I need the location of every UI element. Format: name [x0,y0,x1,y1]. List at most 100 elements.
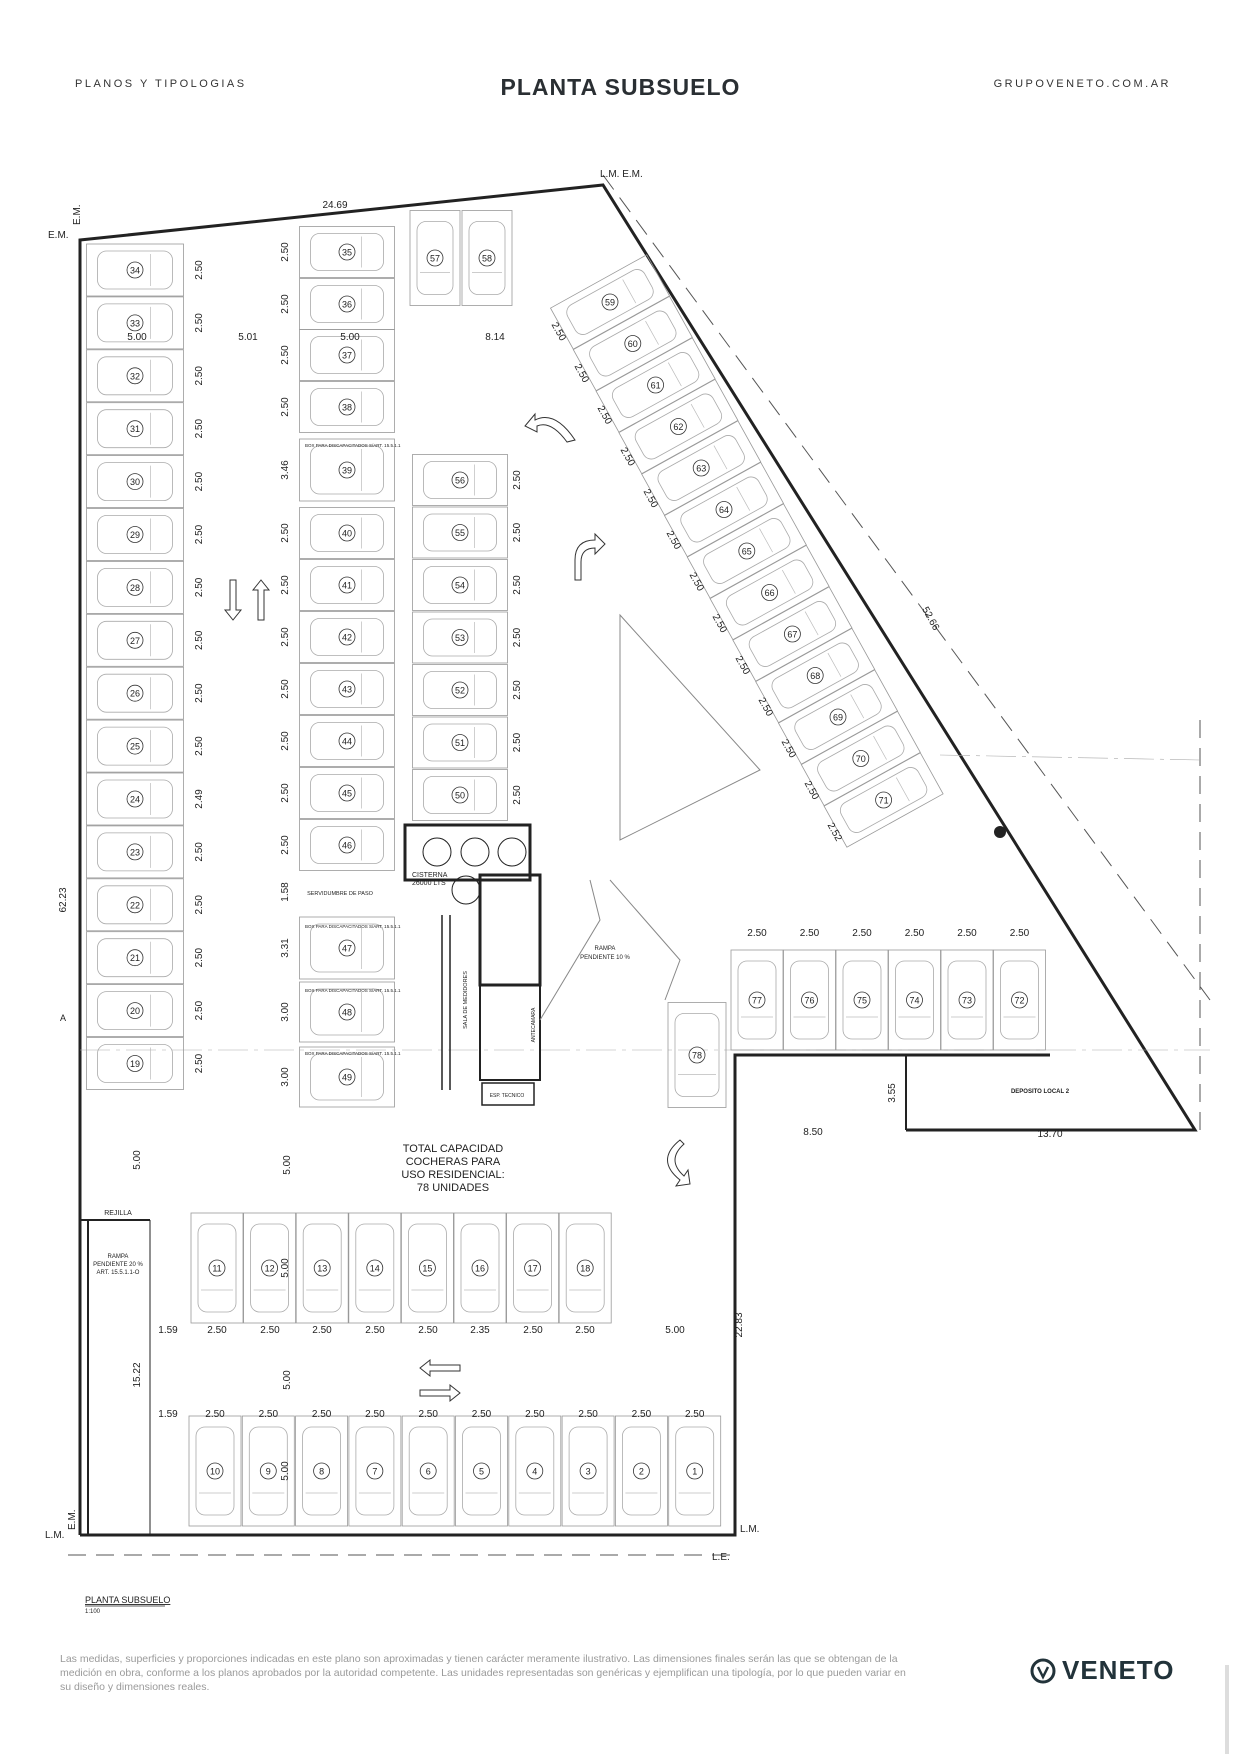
car-icon [97,620,173,660]
antechamber-label: ANTECAMARA [531,1007,537,1042]
stall-number: 48 [342,1008,352,1018]
parking-stall-44: 44 [299,715,395,767]
stall-number: 38 [342,403,352,413]
dimension-label: 22.83 [734,1312,745,1337]
parking-stall-35: 35 [299,226,395,278]
dimension-label: 2.50 [194,630,205,650]
stall-number: 14 [370,1264,380,1274]
car-icon [97,779,173,819]
dimension-label: 2.50 [205,1409,225,1420]
parking-stall-62: 62 [618,378,739,475]
car-icon [423,723,497,762]
ramp-10-label: RAMPA [595,946,616,952]
car-icon [310,285,384,323]
dimension-label: 2.50 [512,785,523,805]
dimension-label: 2.50 [1010,928,1030,939]
accessible-box-label-47: BOX PARA DISCAPACITADOS S/ART. 15.5.1.1 [305,924,401,929]
dimension-label: 52.66 [919,605,941,633]
car-icon [310,722,384,760]
dimension-label: 3.55 [887,1083,898,1103]
em-label-vertical: E.M. [72,204,83,225]
stall-number: 52 [455,686,465,696]
parking-stall-20: 20 [86,984,184,1037]
dimension-label: 2.50 [194,524,205,544]
stall-number: 37 [342,351,352,361]
parking-stall-31: 31 [86,402,184,456]
car-icon [674,1013,720,1097]
parking-stall-67: 67 [732,586,853,682]
parking-stall-11: 11 [190,1212,244,1324]
parking-stall-76: 76 [783,949,836,1051]
rotate-arrow-icon [667,1139,691,1187]
car-icon [423,671,497,709]
parking-stall-2: 2 [615,1415,668,1527]
car-icon [423,618,497,657]
car-icon [748,601,837,667]
parking-stall-30: 30 [86,455,184,509]
car-icon [675,1426,715,1516]
dimension-label: 15.22 [132,1362,143,1387]
brand-logo: VENETO [1030,1655,1174,1686]
dimension-label: 2.50 [523,1325,543,1336]
dimension-label: 2.50 [194,577,205,597]
dimension-label: 2.50 [578,1409,598,1420]
parking-stall-1: 1 [668,1415,722,1527]
dimension-label: 2.50 [575,1325,595,1336]
stall-number: 77 [752,996,762,1006]
car-icon [97,515,173,554]
ramp-20-article: ART. 15.5.1.1-O [97,1270,140,1276]
stall-number: 4 [532,1467,537,1477]
dimension-label: 2.50 [756,696,775,719]
stall-number: 59 [605,298,615,308]
lm-label: L.M. [45,1530,64,1541]
parking-stall-68: 68 [755,627,876,724]
website-link[interactable]: GRUPOVENETO.COM.AR [993,78,1171,90]
dimension-label: 2.50 [365,1325,385,1336]
dimension-label: 3.31 [280,938,291,958]
car-icon [468,221,506,295]
parking-stalls: 3433323130292827262524232221201935363738… [86,210,1046,1527]
dimension-label: 2.50 [905,928,925,939]
walls [68,174,1211,1556]
stall-number: 39 [342,466,352,476]
dimension-label: 2.50 [280,679,291,699]
car-icon [310,774,384,812]
parking-stall-58: 58 [461,210,513,306]
scrollbar[interactable] [1225,1665,1229,1754]
parking-stall-8: 8 [295,1415,349,1527]
parking-stall-51: 51 [412,716,508,769]
parking-stall-15: 15 [400,1212,454,1324]
dimension-label: 2.50 [733,654,752,677]
total-capacity-line-3: USO RESIDENCIAL: [401,1169,504,1181]
car-icon [657,435,745,501]
stall-number: 55 [455,528,465,538]
car-icon [355,1426,395,1516]
parking-stall-26: 26 [86,666,184,720]
dimension-label: 2.50 [632,1409,652,1420]
parking-stall-65: 65 [686,503,807,599]
dimension-label: 2.50 [280,575,291,595]
stall-number: 36 [342,300,352,310]
stall-number: 53 [455,633,465,643]
car-icon [703,518,791,584]
parking-stall-63: 63 [641,420,762,516]
stall-number: 60 [628,339,638,349]
car-icon [310,336,384,374]
fork-arrow-icon [574,532,606,581]
plan-labels: TOTAL CAPACIDAD COCHERAS PARA USO RESIDE… [45,169,1070,1615]
car-icon [515,1426,555,1516]
stall-number: 34 [130,266,140,276]
parking-stall-36: 36 [299,278,395,330]
parking-stall-69: 69 [777,669,899,765]
car-icon [250,1223,290,1313]
parking-stall-72: 72 [993,949,1046,1051]
car-icon [423,776,497,814]
stall-number: 63 [696,464,706,474]
stall-number: 23 [130,847,140,857]
dimension-label: 2.50 [194,842,205,862]
parking-stall-13: 13 [295,1212,349,1324]
dimension-label: 2.50 [512,522,523,542]
car-icon [310,445,384,495]
parking-stall-12: 12 [243,1212,297,1324]
dimension-label: 2.50 [512,732,523,752]
